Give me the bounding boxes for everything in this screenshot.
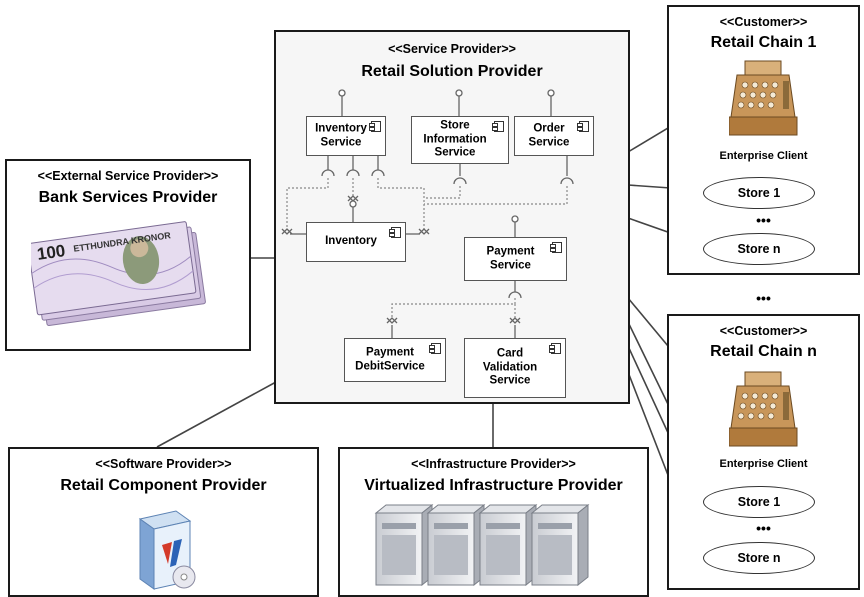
customer-1-box: <<Customer>> Retail Chain 1 Enterprise C…: [667, 5, 860, 275]
software-name: Retail Component Provider: [60, 477, 267, 494]
infrastructure-provider-box: <<Infrastructure Provider>> Virtualized …: [338, 447, 649, 597]
infra-name: Virtualized Infrastructure Provider: [364, 477, 623, 494]
store-information-service-component: Store Information Service: [411, 116, 509, 164]
store-info-service-label: Store Information Service: [423, 119, 487, 159]
customer-1-store-n: Store n: [703, 233, 815, 265]
payment-debit-service-component: Payment DebitService: [344, 338, 446, 382]
bank-provider-box: <<External Service Provider>> Bank Servi…: [5, 159, 251, 351]
component-icon: [550, 242, 562, 253]
banknote-icon: [31, 221, 206, 326]
service-provider-name: Retail Solution Provider: [361, 63, 543, 80]
component-icon: [549, 343, 561, 354]
payment-service-label: Payment Service: [486, 245, 535, 271]
between-customers-dots: •••: [756, 290, 771, 306]
payment-debit-label: Payment DebitService: [355, 346, 425, 372]
inventory-label: Inventory: [325, 235, 377, 248]
component-icon: [389, 227, 401, 238]
cash-register-icon: [729, 60, 798, 136]
customer-n-store-n: Store n: [703, 542, 815, 574]
customer-n-dots: •••: [756, 520, 771, 536]
card-validation-label: Card Validation Service: [482, 347, 538, 387]
bank-name: Bank Services Provider: [38, 189, 218, 206]
order-service-label: Order Service: [528, 122, 570, 148]
software-box-icon: [138, 510, 196, 590]
component-icon: [369, 121, 381, 132]
customer-1-stereotype: <<Customer>>: [719, 15, 808, 29]
payment-service-component: Payment Service: [464, 237, 567, 281]
inventory-service-label: Inventory Service: [315, 122, 367, 148]
infra-stereotype: <<Infrastructure Provider>>: [411, 457, 576, 471]
card-validation-service-component: Card Validation Service: [464, 338, 566, 398]
bank-stereotype: <<External Service Provider>>: [37, 169, 219, 183]
component-icon: [577, 121, 589, 132]
customer-1-dots: •••: [756, 212, 771, 228]
customer-1-store-1: Store 1: [703, 177, 815, 209]
software-stereotype: <<Software Provider>>: [95, 457, 232, 471]
banknote-value: 100: [35, 241, 67, 264]
cash-register-icon: [729, 371, 798, 447]
component-icon: [429, 343, 441, 354]
service-provider-box: <<Service Provider>> Retail Solution Pro…: [274, 30, 630, 404]
inventory-service-component: Inventory Service: [306, 116, 386, 156]
servers-icon: [374, 503, 590, 587]
customer-1-name: Retail Chain 1: [710, 34, 817, 51]
inventory-component: Inventory: [306, 222, 406, 262]
customer-1-client: Enterprise Client: [719, 150, 808, 162]
customer-n-store-1: Store 1: [703, 486, 815, 518]
component-icon: [492, 121, 504, 132]
service-provider-stereotype: <<Service Provider>>: [388, 42, 516, 56]
order-service-component: Order Service: [514, 116, 594, 156]
customer-n-client: Enterprise Client: [719, 458, 808, 470]
customer-n-name: Retail Chain n: [710, 343, 817, 360]
customer-n-box: <<Customer>> Retail Chain n Enterprise C…: [667, 314, 860, 590]
software-provider-box: <<Software Provider>> Retail Component P…: [8, 447, 319, 597]
customer-n-stereotype: <<Customer>>: [719, 324, 808, 338]
